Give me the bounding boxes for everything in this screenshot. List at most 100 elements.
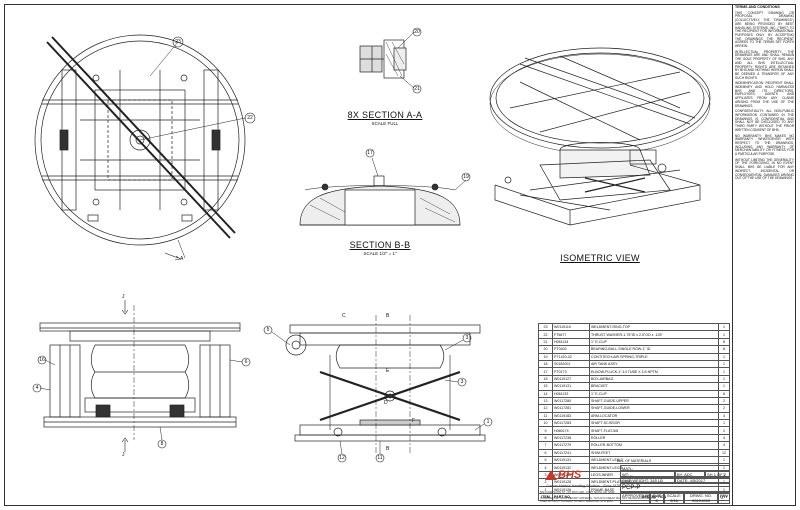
bom-cell-qty: 4: [718, 411, 730, 421]
bom-cell-item: 12: [538, 404, 553, 413]
company-tagline: Custom Material Handling Solutions - Sin…: [546, 484, 620, 488]
balloon-3b-label: 3: [460, 379, 464, 385]
balloon-21: [412, 84, 422, 94]
bom-cell-desc: ROLLER-BOTTOM: [589, 441, 719, 450]
balloon-11: [375, 453, 385, 463]
section-aa-view: [359, 31, 415, 89]
balloon-3-b: [457, 377, 467, 387]
bom-cell-item: 16: [538, 374, 553, 384]
tb-sheet-value: 1 OF 2: [713, 472, 726, 477]
balloon-22: [244, 112, 256, 124]
tb-by: BY: ADC: [675, 471, 705, 477]
tb-sheet: SH 1 OF 2: [705, 471, 730, 477]
bom-cell-part: H061133: [552, 389, 590, 398]
balloon-20: [412, 27, 422, 37]
logo-swoosh-icon: [545, 470, 557, 480]
balloon-19-label: 19: [463, 174, 469, 180]
balloon-1: [483, 417, 493, 427]
bom-cell-item: 14: [538, 389, 553, 398]
bom-cell-part: W0117241: [552, 448, 590, 458]
bom-cell-desc: CONTITECH-AIR SPRING-TRIPLE: [589, 352, 719, 361]
terms-paragraph: NO WARRANTY: BHS MAKES NO WARRANTY WHATS…: [735, 133, 794, 157]
bom-cell-desc: ELBOW-PLUCK-1"-14 TUBE X 1/4 NPTM: [589, 367, 719, 376]
tb-revision-label: REV: [720, 493, 729, 498]
tb-scale: SCALE:3/16: [664, 492, 684, 504]
tb-date: DATE: 4/5/2017: [675, 477, 730, 483]
bom-cell-part: W0117238: [552, 433, 590, 443]
tb-by-value: ADC: [684, 472, 693, 477]
bom-cell-item: 8: [538, 433, 553, 443]
balloon-16: [37, 355, 47, 365]
balloon-19: [461, 172, 471, 182]
bom-cell-part: W0117281: [552, 404, 590, 413]
bom-cell-qty: 4: [718, 433, 730, 443]
bom-cell-desc: SHIM-FEET: [589, 448, 719, 458]
bom-cell-part: FT5677: [552, 330, 590, 339]
bom-cell-qty: 12: [718, 448, 730, 458]
terms-paragraph: THIS CONCEPT DRAWING OR PROPOSAL DRAWING…: [735, 10, 794, 49]
tb-date-value: 4/5/2017: [689, 478, 706, 483]
balloon-5: [263, 325, 273, 335]
bom-cell-item: 18: [538, 359, 553, 369]
bom-cell-item: 15: [538, 382, 553, 391]
section-aa-title: 8X SECTION A-A: [347, 110, 423, 120]
section-letter-a: A: [180, 256, 184, 262]
balloon-20-label: 20: [414, 29, 420, 35]
balloon-3a-label: 3: [465, 335, 469, 341]
balloon-11-label: 11: [377, 455, 383, 461]
company-address: 8021 NORTH 8TH ST - PO BOX 1138 - FORT S…: [540, 491, 615, 494]
section-letter-j-top: J: [122, 294, 125, 300]
bom-cell-desc: BRACKET: [589, 382, 719, 391]
section-letter-b: B: [386, 313, 390, 319]
bom-cell-part: W0117283: [552, 419, 590, 428]
confidential-notice: CONFIDENTIAL: PROPRIETARY MATERIAL. THIS…: [540, 497, 656, 503]
tb-revision: REV: [718, 492, 730, 504]
balloon-12-label: 12: [339, 455, 345, 461]
bom-cell-qty: 1: [718, 374, 730, 384]
balloon-17-label: 17: [367, 150, 373, 156]
tb-date-label: DATE:: [677, 478, 689, 483]
bom-cell-part: W0119131: [552, 382, 590, 391]
tb-weight: WT: --: [620, 471, 675, 477]
tb-material: MATL:: [620, 465, 730, 471]
side-view-scissor: [271, 315, 486, 455]
balloon-8-label: 8: [160, 441, 164, 447]
bom-title: BILL OF MATERIALS: [538, 459, 730, 464]
bom-cell-desc: BEARING-BALL-SINGLE ROW-1" ID: [589, 345, 719, 354]
bom-cell-item: 22: [538, 330, 553, 339]
top-view: [34, 34, 246, 259]
bom-cell-qty: 2: [718, 396, 730, 406]
bom-cell-item: 9: [538, 426, 553, 435]
bom-cell-qty: 2: [718, 404, 730, 413]
tb-material-label: MATL:: [622, 466, 634, 471]
bom-cell-qty: 6: [718, 389, 730, 398]
section-letter-f: F: [412, 418, 416, 424]
bom-cell-part: W0117279: [552, 441, 590, 450]
balloon-8: [157, 439, 167, 449]
section-letter-c: C: [342, 313, 346, 319]
tb-drawing-number-value: 90101053: [692, 498, 710, 503]
bom-cell-qty: 2: [718, 426, 730, 435]
isometric-view: [489, 47, 711, 226]
balloon-12: [337, 453, 347, 463]
tb-size-value: D: [655, 498, 659, 503]
balloon-6: [241, 357, 251, 367]
balloon-22-label: 22: [247, 115, 253, 121]
bom-cell-item: 7: [538, 441, 553, 450]
balloon-4-label: 4: [35, 385, 39, 391]
bom-cell-desc: AIR TANK ASSY: [589, 359, 719, 369]
section-bb-view: [299, 157, 467, 226]
front-view-left: [39, 305, 243, 441]
balloon-23: [172, 36, 184, 48]
bom-cell-qty: 8: [718, 337, 730, 347]
bom-cell-qty: 1: [718, 322, 730, 332]
